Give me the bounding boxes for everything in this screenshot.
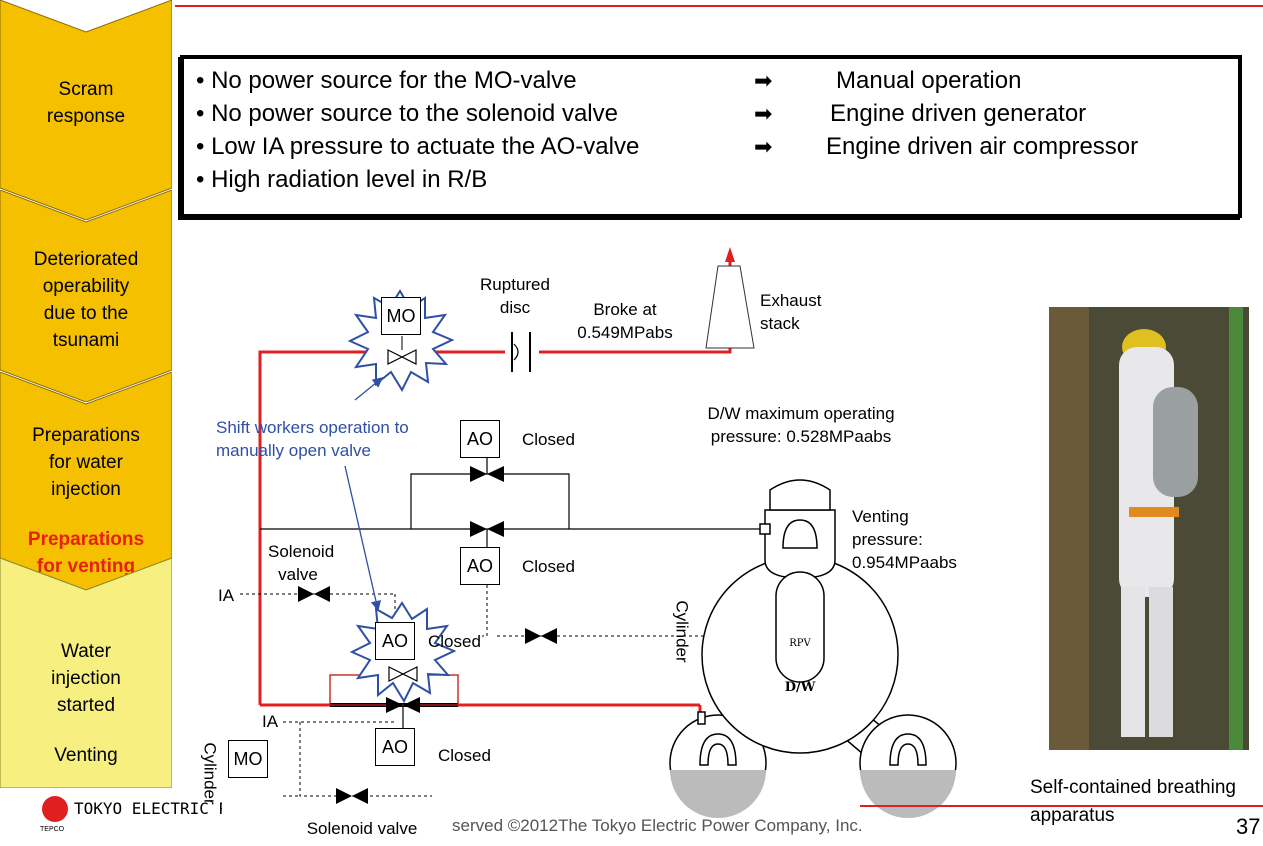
stage-label-1d: tsunami <box>52 330 120 351</box>
stage-label-2b: for water <box>49 452 123 473</box>
rpv-label: RPV <box>789 638 811 649</box>
ia-label-1: IA <box>218 586 235 605</box>
suppression-water <box>670 770 956 818</box>
ao-valve-4: AO <box>375 728 415 766</box>
annotation-arrow <box>354 377 384 401</box>
copyright: served ©2012The Tokyo Electric Power Com… <box>452 816 863 835</box>
venting-pressure-label: Venting pressure: 0.954MPaabs <box>852 507 957 572</box>
ao-valve-1: AO <box>460 420 500 458</box>
stage-label-5a: Venting <box>54 745 118 766</box>
cylinder-label-right: Cylinder <box>672 600 692 663</box>
stage-label-3b: for venting <box>36 556 136 577</box>
right-arrow-icon: ➡ <box>754 134 773 159</box>
dw-max-label: D/W maximum operating pressure: 0.528MPa… <box>707 404 895 446</box>
stage-label-1c: due to the <box>43 303 129 324</box>
stage-label-3a: Preparations <box>27 529 145 550</box>
company-logo-text: TOKYO ELECTRIC POWER COMPANY <box>74 799 222 818</box>
tepco-small: TEPCO <box>40 826 65 833</box>
stage-label-4a: Water <box>61 641 111 662</box>
broke-at-label: Broke at 0.549MPabs <box>577 300 673 342</box>
chevron-shape <box>0 372 172 590</box>
exhaust-arrow <box>725 247 735 262</box>
rpv-dome <box>769 479 831 511</box>
closed-label-2: Closed <box>522 557 575 576</box>
issues-box <box>180 55 1242 218</box>
stage-label-2a: Preparations <box>32 425 140 446</box>
solutions-list: Manual operation Engine driven generator… <box>826 64 1138 163</box>
chevron-shape <box>0 0 172 220</box>
worker-photo <box>1049 307 1249 750</box>
solution-item: Engine driven generator <box>830 100 1087 127</box>
chevron-shape <box>0 558 172 788</box>
issue-item: • No power source for the MO-valve <box>196 67 577 94</box>
solenoid-valve-bottom-label: Solenoid valve <box>282 817 442 840</box>
exhaust-stack <box>705 265 755 349</box>
ruptured-disc-label: Ruptured disc <box>480 275 550 317</box>
stage-label-0b: response <box>46 106 126 127</box>
solenoid-valve-label: Solenoid valve <box>268 542 335 584</box>
exhaust-stack-label: Exhaust stack <box>760 291 822 333</box>
right-arrow-icon: ➡ <box>754 68 773 93</box>
ia-label-2: IA <box>262 712 279 731</box>
mo-valve-top: MO <box>381 297 421 335</box>
stage-label-4b: injection <box>51 668 121 689</box>
annotation-arrow <box>344 465 382 612</box>
chevron-shape <box>0 190 172 402</box>
stage-label-1a: Deteriorated <box>33 249 139 270</box>
issues-list: • No power source for the MO-valve • No … <box>196 64 639 196</box>
footer-rule <box>860 805 1263 807</box>
issue-item: • Low IA pressure to actuate the AO-valv… <box>196 133 640 160</box>
page-number: 37 <box>1236 814 1261 839</box>
rpv <box>775 571 825 683</box>
stage-scram-response: Scram response <box>0 0 172 220</box>
closed-label-4: Closed <box>438 746 491 765</box>
shift-workers-annotation: Shift workers operation to manually open… <box>216 418 409 460</box>
tepco-logo-icon <box>42 796 68 822</box>
arrow-column: ➡ ➡ ➡ <box>754 64 772 163</box>
top-rule <box>175 5 1263 7</box>
dw-label: D/W <box>784 680 816 695</box>
mo-starburst <box>347 289 455 393</box>
right-arrow-icon: ➡ <box>754 101 773 126</box>
ao-valve-2: AO <box>460 547 500 585</box>
stage-water-injection: Water injection started Venting <box>0 558 172 788</box>
stage-deteriorated: Deteriorated operability due to the tsun… <box>0 190 172 402</box>
stage-label-4c: started <box>56 695 116 716</box>
issue-item: • High radiation level in R/B <box>196 166 488 193</box>
stage-label-0a: Scram <box>58 79 114 100</box>
ruptured-disc <box>505 330 539 374</box>
stage-preparations: Preparations for water injection Prepara… <box>0 372 172 590</box>
ao-valve-3: AO <box>375 622 415 660</box>
valve-icons <box>298 466 557 804</box>
stage-label-2c: injection <box>51 479 121 500</box>
worker-illustration <box>1049 307 1249 750</box>
solution-item: Manual operation <box>836 67 1022 94</box>
closed-label-1: Closed <box>522 430 575 449</box>
stage-label-1b: operability <box>42 276 130 297</box>
photo-caption: Self-contained breathing apparatus <box>1030 777 1236 826</box>
solution-item: Engine driven air compressor <box>826 133 1139 160</box>
issue-item: • No power source to the solenoid valve <box>196 100 618 127</box>
mo-valve-bottom: MO <box>228 740 268 778</box>
closed-label-3: Closed <box>428 632 481 651</box>
